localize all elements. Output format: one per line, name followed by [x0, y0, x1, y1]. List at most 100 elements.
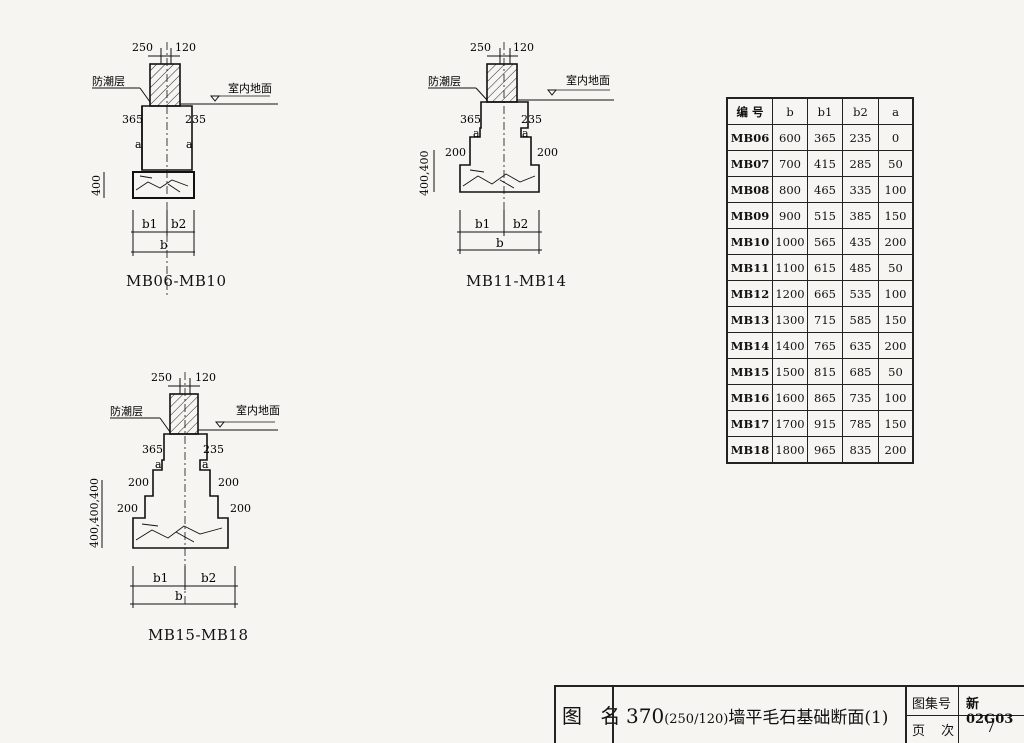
cell-value: 200 [878, 228, 914, 255]
dim-a-left: a [473, 127, 480, 140]
dim-120: 120 [175, 41, 196, 54]
dim-200-upper-left: 200 [128, 476, 149, 489]
cell-value: 1000 [772, 228, 808, 255]
dim-365: 365 [460, 113, 481, 126]
header-b: b [772, 97, 808, 125]
dim-200-left: 200 [445, 146, 466, 159]
cell-value: 685 [842, 358, 879, 385]
title-block: 图 名 370(250/120)墙平毛石基础断面(1) 图集号 页 次 新02G… [554, 685, 1024, 743]
cell-id: MB11 [726, 254, 773, 281]
caption-mb11-mb14: MB11-MB14 [466, 272, 567, 290]
cell-value: 535 [842, 280, 879, 307]
cell-id: MB16 [726, 384, 773, 411]
cell-value: 50 [878, 150, 914, 177]
section-mb15-mb18: 250 120 防潮层 室内地面 365 235 a a 200 200 200… [88, 371, 280, 608]
cell-value: 915 [807, 410, 843, 437]
atlas-label: 图集号 [912, 697, 952, 712]
cell-value: 900 [772, 202, 808, 229]
cell-value: 585 [842, 306, 879, 333]
dim-120: 120 [513, 41, 534, 54]
dim-a-left: a [135, 138, 142, 151]
cell-value: 835 [842, 436, 879, 464]
cell-value: 1700 [772, 410, 808, 437]
header-id: 编 号 [726, 97, 773, 125]
cell-value: 1200 [772, 280, 808, 307]
dim-b2: b2 [513, 217, 528, 231]
cell-value: 200 [878, 332, 914, 359]
cell-value: 515 [807, 202, 843, 229]
dim-b: b [160, 238, 168, 252]
dim-b1: b1 [475, 217, 490, 231]
label-dpc: 防潮层 [428, 74, 461, 88]
dim-235: 235 [185, 113, 206, 126]
cell-value: 150 [878, 306, 914, 333]
caption-mb15-mb18: MB15-MB18 [148, 626, 249, 644]
cell-value: 385 [842, 202, 879, 229]
cell-value: 335 [842, 176, 879, 203]
dim-400: 400 [90, 175, 103, 196]
page-value: 7 [986, 720, 995, 736]
cell-value: 615 [807, 254, 843, 281]
title-num: (1) [864, 708, 889, 728]
dim-a-right: a [186, 138, 193, 151]
cell-value: 200 [878, 436, 914, 464]
label-floor: 室内地面 [228, 81, 272, 95]
cell-value: 235 [842, 124, 879, 151]
dim-b: b [175, 589, 183, 603]
cell-value: 150 [878, 202, 914, 229]
dim-b2: b2 [201, 571, 216, 585]
cell-value: 665 [807, 280, 843, 307]
cell-id: MB07 [726, 150, 773, 177]
dim-365: 365 [142, 443, 163, 456]
cell-id: MB15 [726, 358, 773, 385]
cell-value: 100 [878, 176, 914, 203]
caption-mb06-mb10: MB06-MB10 [126, 272, 227, 290]
drawing-title: 370(250/120)墙平毛石基础断面(1) [626, 703, 888, 728]
cell-value: 1800 [772, 436, 808, 464]
label-dpc: 防潮层 [110, 404, 143, 418]
cell-id: MB17 [726, 410, 773, 437]
cell-id: MB10 [726, 228, 773, 255]
dim-b1: b1 [142, 217, 157, 231]
label-dpc: 防潮层 [92, 74, 125, 88]
cell-value: 715 [807, 306, 843, 333]
cell-value: 365 [807, 124, 843, 151]
cell-value: 1100 [772, 254, 808, 281]
dim-200-lower-left: 200 [117, 502, 138, 515]
header-b2: b2 [842, 97, 879, 125]
label-floor: 室内地面 [566, 73, 610, 87]
cell-value: 1600 [772, 384, 808, 411]
cell-id: MB06 [726, 124, 773, 151]
title-paren: (250/120) [664, 712, 729, 727]
title-main: 370 [626, 704, 665, 728]
cell-value: 50 [878, 254, 914, 281]
dim-200-right: 200 [537, 146, 558, 159]
cell-value: 600 [772, 124, 808, 151]
dim-250: 250 [132, 41, 153, 54]
page-label: 页 次 [912, 724, 961, 739]
cell-id: MB13 [726, 306, 773, 333]
title-rest: 墙平毛石基础断面 [728, 708, 865, 728]
cell-value: 100 [878, 384, 914, 411]
cell-id: MB09 [726, 202, 773, 229]
cell-value: 800 [772, 176, 808, 203]
dim-b2: b2 [171, 217, 186, 231]
dim-a-right: a [202, 458, 209, 471]
cell-value: 635 [842, 332, 879, 359]
cell-value: 700 [772, 150, 808, 177]
cell-value: 150 [878, 410, 914, 437]
cell-value: 965 [807, 436, 843, 464]
cell-value: 435 [842, 228, 879, 255]
